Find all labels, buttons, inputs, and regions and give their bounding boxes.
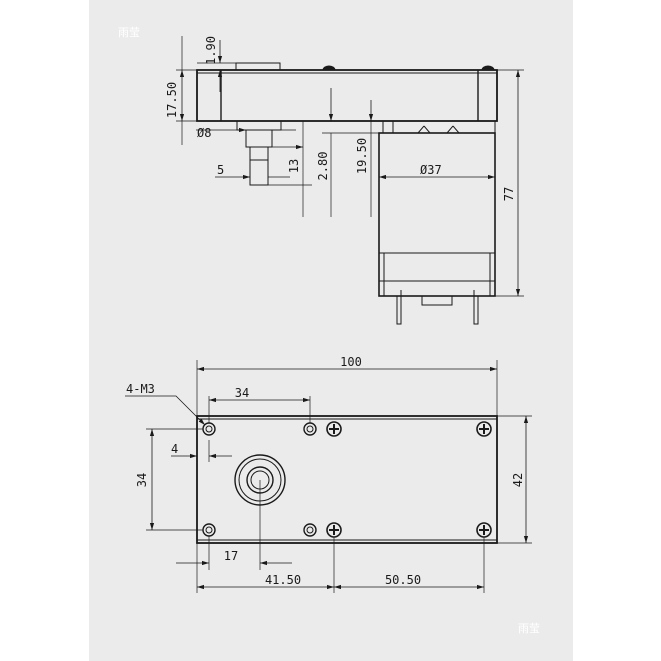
output-shaft-collar	[245, 129, 273, 148]
watermark-top: 雨莹	[118, 26, 140, 39]
dim-17-50: 17.50	[165, 82, 179, 118]
screw-head-top-right	[476, 421, 492, 437]
dim-2-80: 2.80	[316, 152, 330, 181]
dim-77: 77	[502, 187, 516, 201]
m3-hole-top-mid	[303, 422, 317, 436]
dim-42: 42	[511, 473, 525, 487]
watermark-bottom: 雨莹	[518, 622, 540, 635]
output-shaft	[249, 146, 269, 186]
motor-terminal-right	[473, 295, 479, 325]
top-screw-head-left	[322, 65, 336, 71]
dim-4-m3: 4-M3	[126, 382, 155, 396]
dim-50-50: 50.50	[385, 573, 421, 587]
dim-4: 4	[171, 442, 178, 456]
side-view	[176, 36, 524, 325]
side-view-labels: 1.90 17.50 Ø8 5 13 2.80 19.50 Ø37 77	[165, 36, 516, 201]
output-shaft-hub	[236, 120, 282, 131]
underside-boss	[382, 120, 496, 134]
dim-1-90: 1.90	[204, 36, 218, 65]
motor-body	[378, 132, 496, 297]
dim-phi-8: Ø8	[197, 126, 211, 140]
dim-17: 17	[224, 549, 238, 563]
mounting-plate	[196, 415, 498, 544]
dim-5: 5	[217, 163, 224, 177]
dim-13: 13	[287, 159, 301, 173]
m3-hole-bottom-left	[202, 523, 216, 537]
dim-34-top: 34	[235, 386, 249, 400]
housing-top-block	[235, 62, 281, 71]
bottom-view	[125, 360, 532, 593]
screw-head-bottom-right	[476, 522, 492, 538]
dim-100: 100	[340, 355, 362, 369]
screw-head-bottom-center	[326, 522, 342, 538]
dim-phi-37: Ø37	[420, 163, 442, 177]
dim-34-left: 34	[135, 473, 149, 487]
top-screw-head-right	[481, 65, 495, 71]
motor-terminal-left	[396, 295, 402, 325]
screw-head-top-center	[326, 421, 342, 437]
bottom-view-labels: 100 4-M3 34 4 34 42 17 41.50 50.50	[126, 355, 525, 587]
m3-hole-bottom-mid	[303, 523, 317, 537]
dim-41-50: 41.50	[265, 573, 301, 587]
motor-end-cap	[421, 295, 453, 306]
gearbox-housing	[196, 69, 498, 122]
dim-19-50: 19.50	[355, 138, 369, 174]
